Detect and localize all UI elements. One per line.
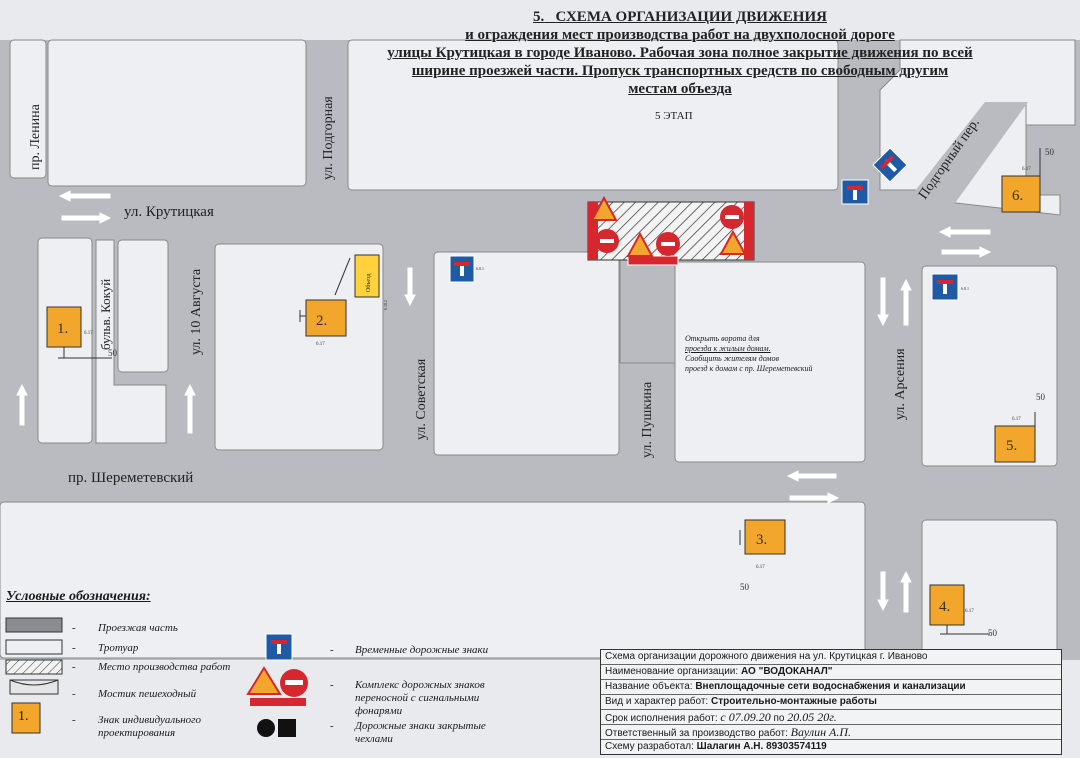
svg-text:6.17: 6.17 (965, 609, 974, 614)
street-podgornaya: ул. Подгорная (321, 96, 336, 180)
stage-label: 5 ЭТАП (655, 110, 693, 122)
custom-sign-6: 6. 6.17 50 (1001, 147, 1055, 213)
street-lenina: пр. Ленина (28, 103, 43, 170)
info-row1: Схема организации дорожного движения на … (601, 650, 1061, 665)
dead-end-sign-3 (872, 147, 908, 183)
title-line4: ширине проезжей части. Пропуск транспорт… (411, 63, 949, 79)
legend-heading: Условные обозначения: (6, 589, 151, 604)
legend-covered: Дорожные знаки закрытые чехлами (355, 720, 486, 745)
info-row3: Название объекта: Внеплощадочные сети во… (601, 680, 1061, 695)
info-row6: Ответственный за производство работ: Вау… (601, 725, 1061, 740)
svg-text:6.: 6. (1012, 188, 1023, 204)
svg-text:6.17: 6.17 (84, 331, 93, 336)
work-sign-complex (590, 195, 747, 257)
svg-text:6.17: 6.17 (1012, 417, 1021, 422)
title-line2: и ограждения мест производства работ на … (465, 27, 895, 43)
svg-text:6.8.1: 6.8.1 (476, 266, 484, 271)
svg-text:6.8.1: 6.8.1 (961, 286, 969, 291)
svg-text:50: 50 (740, 582, 750, 592)
info-row2: Наименование организации: АО "ВОДОКАНАЛ" (601, 665, 1061, 680)
legend-bridge: Мостик пешеходный (98, 688, 197, 700)
legend-temp-signs: Временные дорожные знаки (355, 644, 489, 656)
detour-sign: Объезд 6.18.2 (334, 254, 388, 310)
title-heading: 5. СХЕМА ОРГАНИЗАЦИИ ДВИЖЕНИЯ (533, 9, 827, 25)
svg-text:Объезд: Объезд (365, 274, 372, 292)
svg-text:3.: 3. (756, 532, 767, 548)
street-sheremetevsky: пр. Шереметевский (68, 470, 193, 486)
svg-text:50: 50 (988, 628, 998, 638)
custom-sign-2: 2. 6.17 (299, 299, 347, 347)
residents-note: Открыть ворота для проезда к жилым домам… (685, 334, 813, 373)
street-krutitskaya: ул. Крутицкая (124, 204, 214, 220)
svg-text:6.17: 6.17 (756, 565, 765, 570)
street-kokuy: бульв. Кокуй (98, 279, 113, 350)
info-table: Схема организации дорожного движения на … (600, 649, 1062, 755)
custom-sign-4: 4. 6.17 50 (929, 584, 998, 638)
custom-sign-5: 5. 6.17 50 (994, 392, 1046, 463)
svg-text:6.18.2: 6.18.2 (383, 300, 388, 310)
title-line5: местам объезда (628, 81, 732, 97)
info-row7: Схему разработал: Шалагин А.Н. 893035741… (605, 741, 827, 752)
svg-text:2.: 2. (316, 313, 327, 329)
scheme-title: 5. СХЕМА ОРГАНИЗАЦИИ ДВИЖЕНИЯ и огражден… (380, 8, 980, 98)
dead-end-sign-4: 6.8.1 (931, 273, 969, 301)
podgorny-lane (900, 102, 1028, 210)
svg-text:6.17: 6.17 (1022, 167, 1031, 172)
city-blocks (0, 39, 1076, 659)
svg-text:50: 50 (1036, 392, 1046, 402)
svg-text:4.: 4. (939, 599, 950, 615)
street-avgusta: ул. 10 Августа (189, 268, 204, 355)
street-arseniya: ул. Арсения (893, 348, 908, 420)
svg-text:50: 50 (108, 348, 118, 358)
svg-text:50: 50 (1045, 147, 1055, 157)
title-line3: улицы Крутицкая в городе Иваново. Рабоча… (387, 45, 973, 61)
street-sovetskaya: ул. Советская (414, 358, 429, 440)
custom-sign-1: 1. 6.17 50 (46, 306, 118, 359)
street-pushkina: ул. Пушкина (640, 381, 655, 458)
legend-worksite: Место производства работ (98, 661, 231, 673)
direction-arrows (16, 190, 992, 613)
legend-complex: Комплекс дорожных знаков переносной с си… (355, 679, 485, 717)
legend-sidewalk: Тротуар (98, 642, 139, 654)
legend-carriageway: Проезжая часть (98, 622, 178, 634)
svg-text:6.17: 6.17 (316, 342, 325, 347)
info-row5: Срок исполнения работ: с 07.09.20 по 20.… (601, 710, 1061, 725)
svg-text:5.: 5. (1006, 438, 1017, 454)
dead-end-sign-1: 6.8.1 (449, 255, 484, 283)
custom-sign-3: 3. 6.17 50 (739, 519, 786, 592)
info-row4: Вид и характер работ: Строительно-монтаж… (601, 695, 1061, 710)
legend-swatches (5, 617, 308, 737)
svg-text:1.: 1. (57, 321, 68, 337)
dead-end-sign-2 (841, 179, 869, 205)
legend-custom-sign: Знак индивидуального проектирования (98, 714, 201, 739)
